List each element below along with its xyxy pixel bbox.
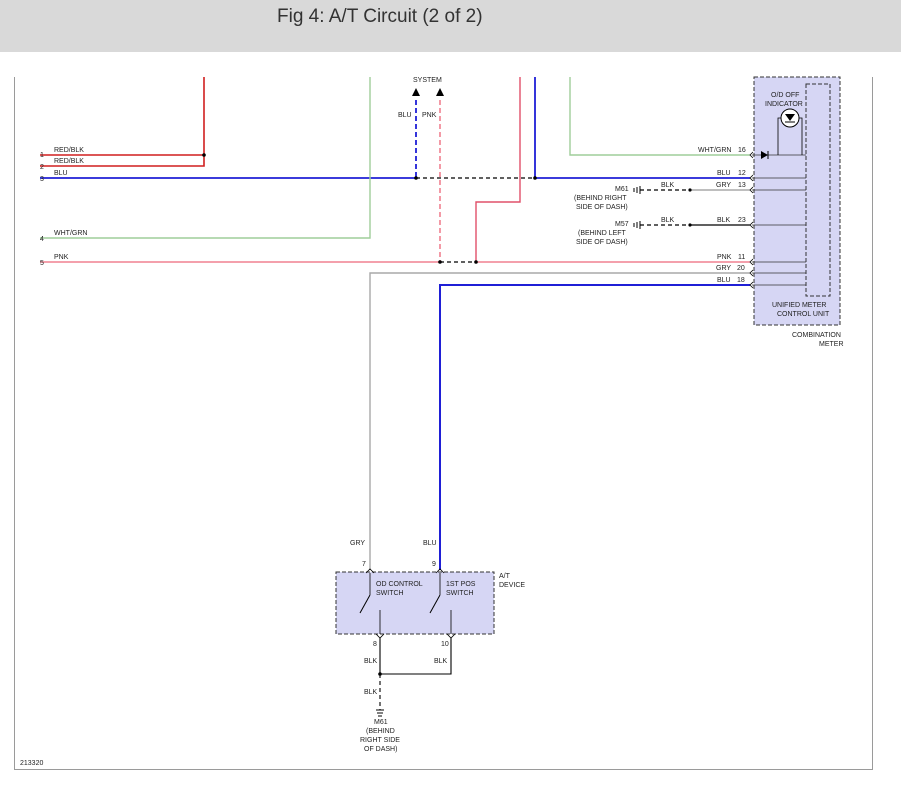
junction-dot	[202, 153, 206, 157]
wire-label: BLK	[364, 658, 378, 665]
wire-label: BLU	[398, 112, 412, 119]
control-unit-label: UNIFIED METER	[772, 302, 826, 309]
pin-chevron	[375, 633, 385, 639]
pin-label: 4	[40, 236, 44, 243]
system-label: SYSTEM	[413, 77, 442, 84]
at-device-label: DEVICE	[499, 582, 525, 589]
diagram-frame	[14, 77, 873, 770]
ground-name: M57	[615, 221, 629, 228]
ground-location: (BEHIND RIGHT	[574, 195, 627, 202]
junction-dot	[688, 223, 692, 227]
wire-label: WHT/GRN	[54, 230, 87, 237]
1st-pos-switch-label: SWITCH	[446, 590, 474, 597]
wire-red-blk-2	[40, 155, 205, 167]
pin-chevron	[365, 568, 375, 574]
wire-label: BLK	[717, 217, 731, 224]
ground-location: SIDE OF DASH)	[576, 239, 628, 246]
wire-label: BLU	[54, 170, 68, 177]
wire-label: RED/BLK	[54, 147, 84, 154]
wire-label: GRY	[716, 265, 731, 272]
indicator-wire	[777, 117, 781, 155]
pin-label: 7	[362, 561, 366, 568]
pin-label: 8	[373, 641, 377, 648]
title-bar: Fig 4: A/T Circuit (2 of 2)	[0, 0, 901, 52]
pin-label: 11	[738, 254, 745, 261]
unified-meter-control-unit	[805, 83, 831, 297]
ground-icon	[633, 186, 641, 194]
pin-label: 12	[738, 170, 746, 177]
pin-label: 16	[738, 147, 746, 154]
wire-label: BLU	[423, 540, 437, 547]
1st-pos-switch-label: 1ST POS	[446, 581, 476, 588]
pin-label: 10	[441, 641, 449, 648]
pin-label: 1	[40, 152, 44, 159]
ground-location: (BEHIND	[366, 728, 395, 735]
pin-chevron	[435, 568, 445, 574]
1st-pos-switch-icon	[429, 594, 441, 614]
indicator-label: O/D OFF	[771, 92, 799, 99]
wire-label: RED/BLK	[54, 158, 84, 165]
ground-name: M61	[374, 719, 388, 726]
pin-label: 5	[40, 260, 44, 267]
pin-label: 9	[432, 561, 436, 568]
ground-location: RIGHT SIDE	[360, 737, 400, 744]
wire-wht-grn-4	[40, 77, 371, 239]
od-control-switch-label: SWITCH	[376, 590, 404, 597]
ground-location: (BEHIND LEFT	[578, 230, 627, 237]
wire-red-right	[475, 77, 521, 262]
pin-label: 3	[40, 176, 44, 183]
indicator-wire	[799, 117, 803, 155]
arrow-up-icon	[436, 88, 444, 96]
junction-dot	[533, 176, 537, 180]
combination-meter-label: METER	[819, 341, 844, 348]
od-control-switch-icon	[359, 594, 371, 614]
pin-label: 13	[738, 182, 746, 189]
control-unit-label: CONTROL UNIT	[777, 311, 830, 318]
pin-chevron	[446, 633, 456, 639]
wire-label: PNK	[54, 254, 69, 261]
meter-pin-chevrons	[749, 151, 754, 289]
junction-dot	[414, 176, 418, 180]
ground-location: SIDE OF DASH)	[576, 204, 628, 211]
wire-label: BLK	[364, 689, 378, 696]
wire-gry-20	[369, 272, 750, 570]
wire-red-blk-1	[40, 77, 205, 156]
led-symbol	[785, 114, 795, 121]
at-device-label: A/T	[499, 573, 511, 580]
junction-dot	[688, 188, 692, 192]
pin-label: 2	[40, 164, 44, 171]
wire-label: GRY	[350, 540, 365, 547]
at-device-box	[335, 571, 495, 635]
wire-blk-10	[380, 638, 452, 675]
pin-label: 18	[737, 277, 745, 284]
junction-dot	[438, 260, 442, 264]
combination-meter-label: COMBINATION	[792, 332, 841, 339]
ground-location: OF DASH)	[364, 746, 397, 753]
wire-label: WHT/GRN	[698, 147, 731, 154]
wire-label: BLU	[717, 277, 731, 284]
wire-label: BLK	[661, 182, 675, 189]
figure-id: 213320	[20, 760, 43, 767]
page-title: Fig 4: A/T Circuit (2 of 2)	[277, 6, 483, 27]
diode-icon	[761, 151, 768, 159]
junction-dot	[474, 260, 478, 264]
ground-icon	[376, 709, 384, 717]
wire-label: BLK	[661, 217, 675, 224]
od-control-switch-label: OD CONTROL	[376, 581, 423, 588]
arrow-up-icon	[412, 88, 420, 96]
wire-wht-grn-16	[569, 77, 750, 156]
ground-name: M61	[615, 186, 629, 193]
wire-label: BLU	[717, 170, 731, 177]
pin-label: 23	[738, 217, 746, 224]
wire-blu-18	[439, 284, 750, 570]
wire-label: BLK	[434, 658, 448, 665]
wire-label: PNK	[422, 112, 437, 119]
wire-label: GRY	[716, 182, 731, 189]
wire-label: PNK	[717, 254, 732, 261]
pin-label: 20	[737, 265, 745, 272]
ground-icon	[633, 221, 641, 229]
indicator-label: INDICATOR	[765, 101, 803, 108]
